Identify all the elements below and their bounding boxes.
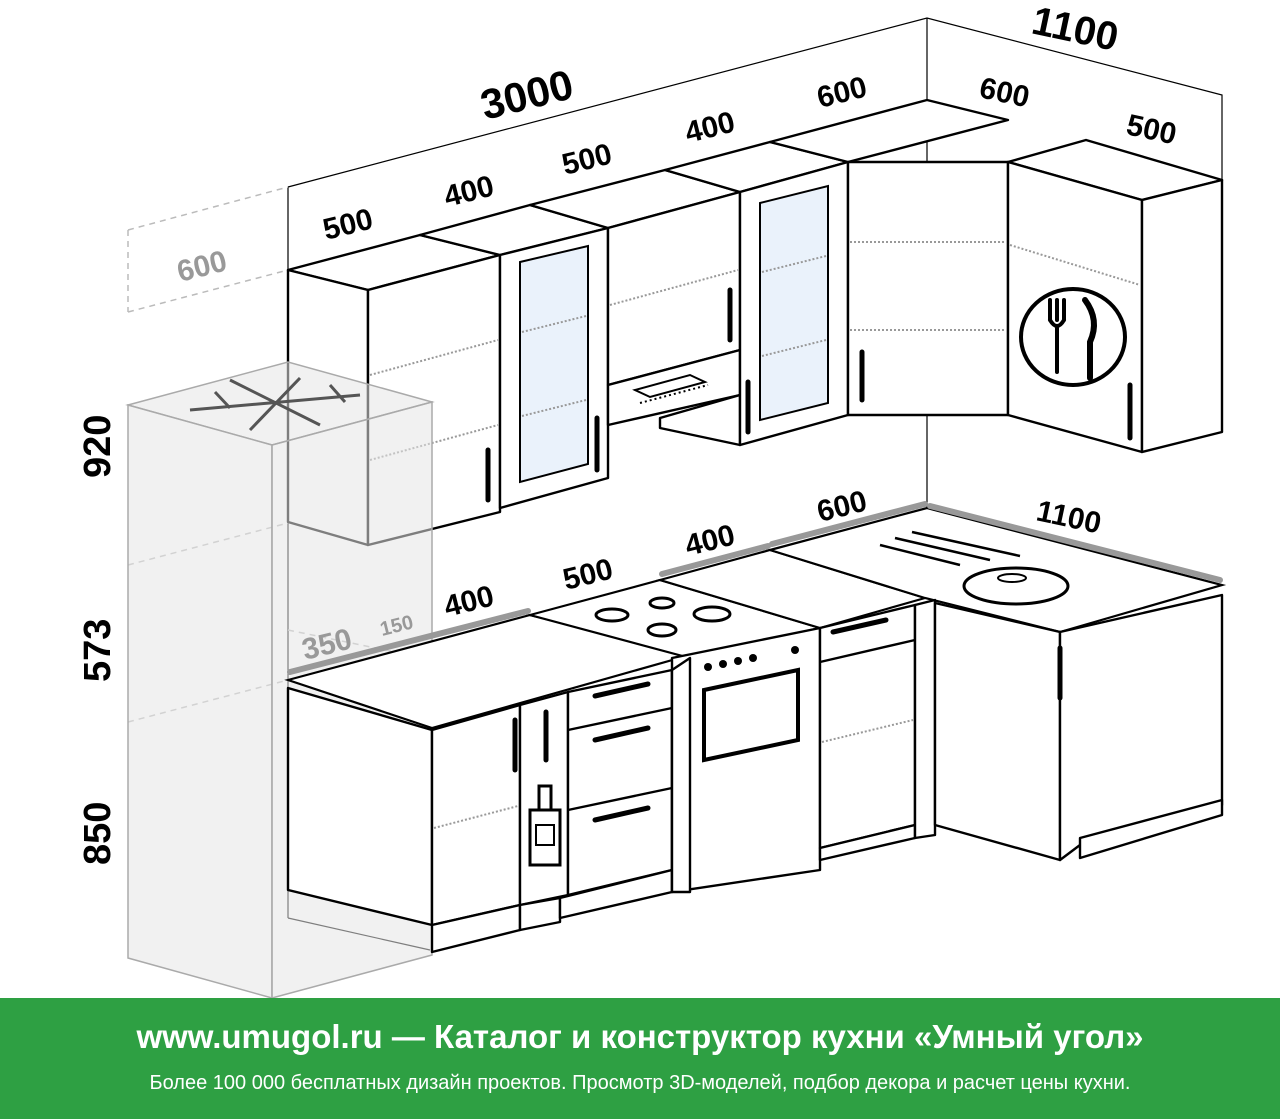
- label-height-base: 850: [77, 802, 119, 865]
- banner-subtitle: Более 100 000 бесплатных дизайн проектов…: [149, 1072, 1131, 1094]
- stove-burners-icon: [594, 596, 732, 638]
- kitchen-diagram: 3000 1100 600 500 600 500 400 500 400 60…: [77, 0, 1227, 998]
- label-upper-4: 400: [682, 106, 739, 150]
- label-corner-depth: 600: [977, 72, 1033, 115]
- label-height-middle: 573: [77, 619, 119, 682]
- fork-knife-icon: [1019, 287, 1127, 387]
- footer-banner: www.umugol.ru — Каталог и конструктор ку…: [0, 998, 1280, 1119]
- snowflake-icon: [189, 376, 361, 432]
- label-upper-2: 400: [441, 170, 498, 214]
- bottle-icon: [528, 784, 562, 867]
- label-base-3: 500: [560, 553, 617, 597]
- sink-icon: [879, 530, 1070, 606]
- label-wall-length: 3000: [476, 61, 578, 129]
- label-upper-1: 500: [320, 203, 377, 247]
- label-base-2: 400: [441, 580, 498, 624]
- banner-title[interactable]: www.umugol.ru — Каталог и конструктор ку…: [136, 1018, 1144, 1055]
- label-upper-5: 600: [814, 71, 871, 115]
- label-corner-width: 500: [1124, 109, 1180, 152]
- label-height-upper: 920: [77, 415, 119, 478]
- base-cabinets: [284, 501, 1227, 954]
- range-hood-icon: [632, 373, 709, 404]
- upper-cabinets: [286, 98, 1224, 547]
- label-corner-length: 1100: [1028, 0, 1122, 60]
- label-upper-depth: 600: [174, 245, 231, 289]
- label-upper-3: 500: [559, 138, 616, 182]
